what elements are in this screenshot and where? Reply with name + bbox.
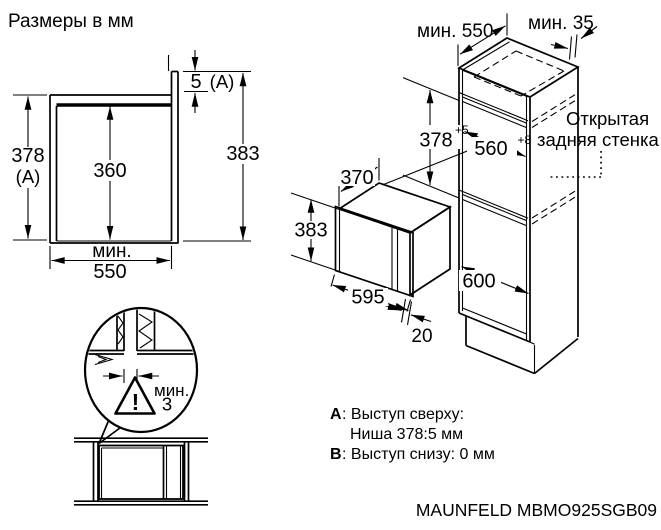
dim-niche-height-left: 378 [11, 145, 44, 167]
note-a-key: A [330, 406, 342, 423]
note-a-text-line2: Ниша 378:5 мм [350, 426, 463, 443]
detail-gap-min-value: 3 [162, 394, 172, 415]
dim-rear-gap-min: мин. 35 [528, 13, 594, 34]
dim-oven-depth: 370 [340, 167, 373, 189]
dim-niche-width: 560 [474, 138, 507, 160]
oven-front-panel [98, 444, 184, 500]
section-view-dimension-lines [13, 50, 251, 269]
dim-niche-height-tolerance: +5 [455, 123, 469, 137]
section-view-walls [49, 70, 179, 244]
dim-oven-width: 595 [351, 287, 384, 309]
warning-triangle-icon [114, 376, 156, 415]
warning-exclamation-icon: ! [132, 389, 140, 415]
open-back-label-line2: задняя стенка [537, 129, 659, 150]
dim-cabinet-bottom-width: 600 [462, 271, 495, 293]
page-title: Размеры в мм [8, 11, 134, 32]
model-name: MAUNFELD MBMO925SGB09 [416, 500, 657, 520]
dim-oven-protrusion: 20 [411, 326, 432, 347]
front-view [74, 437, 208, 506]
note-b-key: B [330, 446, 342, 463]
dim-width-min-value: 550 [93, 261, 126, 283]
notes: A : Выступ сверху: Ниша 378:5 мм B : Выс… [330, 406, 495, 463]
dim-width-min-label: мин. [92, 241, 131, 262]
open-back-label-line1: Открытая [566, 108, 649, 129]
dim-niche-height-left-note: (A) [16, 166, 41, 187]
note-b-text: : Выступ снизу: 0 мм [342, 446, 495, 463]
dim-top-gap-note: (A) [210, 71, 235, 92]
dim-inner-height: 360 [93, 160, 126, 182]
dim-top-depth-min: мин. 550 [417, 21, 493, 42]
cabinet-view: 378 +5 560 +8 600 мин. 550 мин. 35 Откры… [402, 13, 659, 375]
section-view: 383 378 (A) 360 5 (A) мин. 550 [9, 50, 260, 283]
cabinet-body [457, 37, 580, 375]
oven-body [334, 148, 472, 298]
note-a-text: : Выступ сверху: [342, 406, 464, 423]
dim-niche-height: 378 [419, 130, 452, 152]
detail-view: ! мин. 3 [83, 306, 199, 445]
dim-oven-height: 383 [294, 220, 327, 242]
oven-view: 370 383 595 20 [290, 148, 472, 347]
dim-niche-width-tolerance: +8 [518, 133, 532, 147]
lens-circle [83, 306, 199, 434]
hatch-chevron [94, 353, 114, 366]
detail-gap-min-label: мин. [154, 381, 189, 400]
dim-top-gap: 5 [190, 71, 201, 93]
dim-niche-height-right: 383 [226, 143, 259, 165]
